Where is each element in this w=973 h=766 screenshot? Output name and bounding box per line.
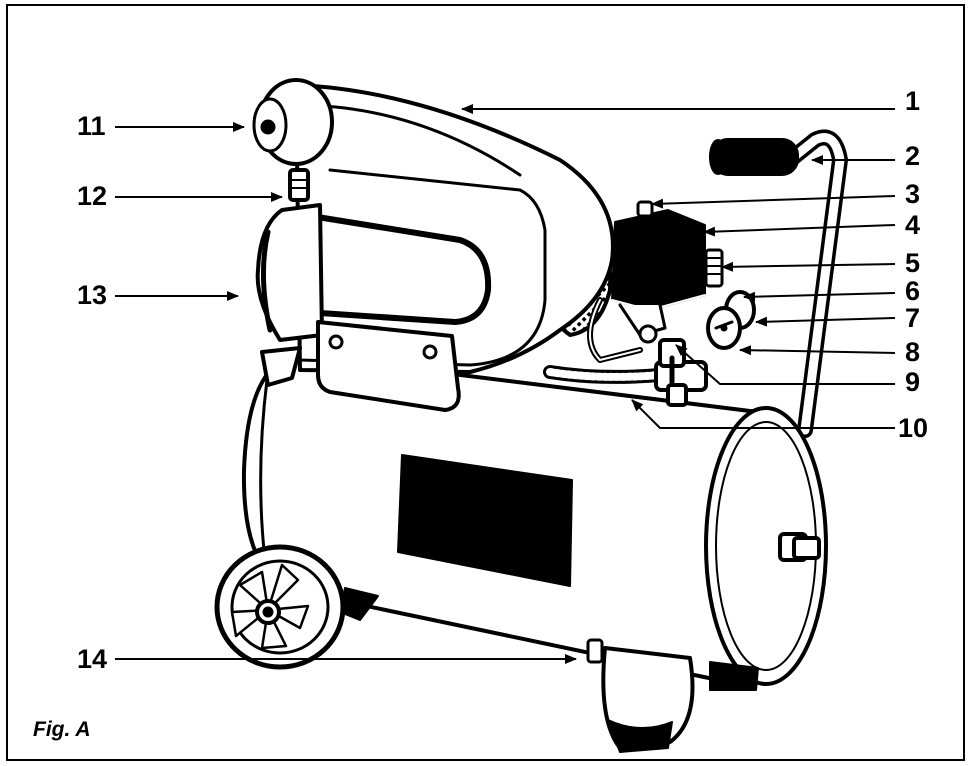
callout-1: 1 (905, 86, 920, 116)
callout-3: 3 (905, 179, 920, 209)
callout-8: 8 (905, 337, 920, 367)
mounting-bracket (316, 320, 461, 412)
callout-13: 13 (77, 280, 107, 310)
switch-button (636, 200, 654, 218)
callout-14: 14 (77, 644, 107, 674)
pressure-switch (611, 209, 706, 311)
handle-slot (302, 212, 492, 325)
callout-4: 4 (905, 210, 920, 240)
callout-10: 10 (898, 413, 928, 443)
callout-5: 5 (905, 248, 920, 278)
callout-12: 12 (77, 181, 107, 211)
callout-6: 6 (905, 276, 920, 306)
callout-9: 9 (905, 367, 920, 397)
drain-valve (586, 638, 604, 664)
callout-labels: 1 2 3 4 5 6 7 8 9 10 11 12 13 14 (77, 86, 928, 674)
compressor-illustration (214, 78, 848, 753)
leader-lines (115, 104, 896, 664)
callout-11: 11 (77, 111, 106, 141)
tank-end-cap (704, 406, 828, 686)
pump-cover (255, 203, 324, 342)
callout-7: 7 (905, 303, 920, 333)
tank-label (397, 454, 573, 587)
motor-shroud (294, 83, 615, 374)
figure-caption: Fig. A (33, 718, 91, 741)
filter-neck (288, 168, 310, 202)
callout-2: 2 (905, 141, 920, 171)
